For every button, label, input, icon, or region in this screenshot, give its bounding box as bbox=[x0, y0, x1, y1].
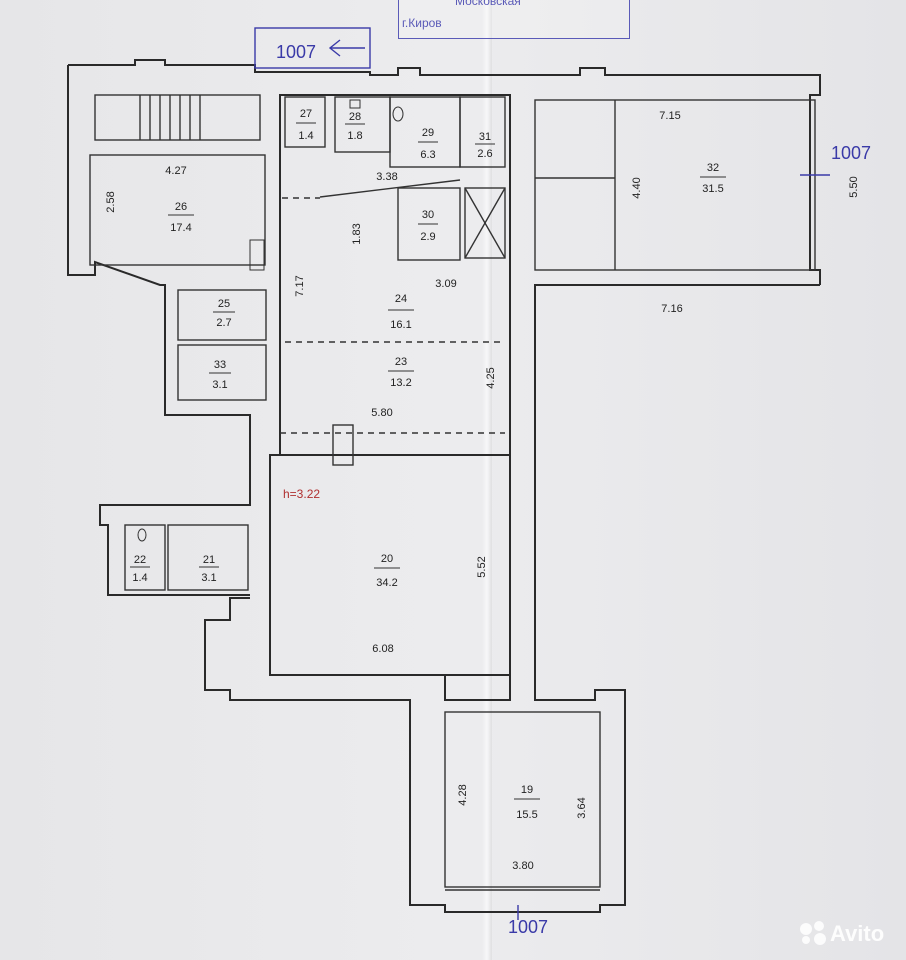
room-num: 23 bbox=[395, 356, 407, 368]
room-num: 26 bbox=[175, 201, 187, 213]
room-labels: 27 1.4 28 1.8 29 6.3 31 2.6 32 31.5 26 1… bbox=[132, 108, 723, 821]
room-area: 3.1 bbox=[201, 572, 216, 584]
room-num: 25 bbox=[218, 298, 230, 310]
room-area: 1.8 bbox=[347, 130, 362, 142]
walls bbox=[67, 59, 821, 913]
dimension: 7.15 bbox=[659, 110, 680, 122]
dimension: 3.64 bbox=[576, 797, 588, 818]
fixtures bbox=[137, 99, 404, 542]
dimension: 4.25 bbox=[485, 367, 497, 388]
room-num: 28 bbox=[349, 111, 361, 123]
toilet-icon bbox=[137, 528, 147, 542]
room-area: 3.1 bbox=[212, 379, 227, 391]
dimension: 3.80 bbox=[512, 860, 533, 872]
inventory-number-bottom: 1007 bbox=[508, 917, 548, 937]
radiator-icon bbox=[249, 239, 265, 271]
section-markers bbox=[254, 27, 830, 920]
dimension: 5.50 bbox=[848, 176, 860, 197]
toilet-icon bbox=[392, 106, 404, 122]
room-area: 17.4 bbox=[170, 222, 191, 234]
dimension: 5.80 bbox=[371, 407, 392, 419]
interior-walls bbox=[89, 94, 816, 891]
stamp-city: г.Киров bbox=[402, 16, 442, 30]
fraction-bars bbox=[130, 122, 726, 800]
room-num: 21 bbox=[203, 554, 215, 566]
dimension: 7.17 bbox=[294, 275, 306, 296]
room-area: 31.5 bbox=[702, 183, 723, 195]
room-area: 13.2 bbox=[390, 377, 411, 389]
inventory-labels: 1007 1007 1007 bbox=[276, 42, 871, 937]
room-num: 19 bbox=[521, 784, 533, 796]
room-area: 16.1 bbox=[390, 319, 411, 331]
room-num: 31 bbox=[479, 131, 491, 143]
room-area: 2.7 bbox=[216, 317, 231, 329]
dimension: 1.83 bbox=[351, 223, 363, 244]
dimension: 4.28 bbox=[457, 784, 469, 805]
dimension: 4.40 bbox=[631, 177, 643, 198]
room-num: 33 bbox=[214, 359, 226, 371]
room-num: 29 bbox=[422, 127, 434, 139]
room-num: 32 bbox=[707, 162, 719, 174]
room-num: 24 bbox=[395, 293, 407, 305]
watermark: Avito bbox=[800, 921, 884, 947]
room-area: 1.4 bbox=[298, 130, 313, 142]
stamp-box bbox=[398, 0, 630, 39]
room-num: 20 bbox=[381, 553, 393, 565]
room-area: 2.9 bbox=[420, 231, 435, 243]
paper-fold bbox=[482, 0, 492, 960]
room-area: 34.2 bbox=[376, 577, 397, 589]
dimension: 4.27 bbox=[165, 165, 186, 177]
room-area: 6.3 bbox=[420, 149, 435, 161]
room-area: 1.4 bbox=[132, 572, 147, 584]
stamp-street: Московская bbox=[455, 0, 521, 8]
avito-logo-icon bbox=[800, 921, 826, 947]
dimension: 2.58 bbox=[105, 191, 117, 212]
dimension: 5.52 bbox=[476, 556, 488, 577]
watermark-text: Avito bbox=[830, 921, 885, 946]
dimension: 7.16 bbox=[661, 303, 682, 315]
room-num: 22 bbox=[134, 554, 146, 566]
room-area: 2.6 bbox=[477, 148, 492, 160]
room-num: 30 bbox=[422, 209, 434, 221]
sink-icon bbox=[349, 99, 361, 109]
room-area: 15.5 bbox=[516, 809, 537, 821]
inventory-number-right: 1007 bbox=[831, 143, 871, 163]
ceiling-height: h=3.22 bbox=[283, 487, 320, 501]
dimension: 3.09 bbox=[435, 278, 456, 290]
inventory-number-top: 1007 bbox=[276, 42, 316, 62]
dimension: 6.08 bbox=[372, 643, 393, 655]
dimension: 3.38 bbox=[376, 171, 397, 183]
dimension-labels: 7.15 4.27 2.58 3.38 4.40 5.50 1.83 3.09 … bbox=[105, 110, 860, 872]
room-num: 27 bbox=[300, 108, 312, 120]
